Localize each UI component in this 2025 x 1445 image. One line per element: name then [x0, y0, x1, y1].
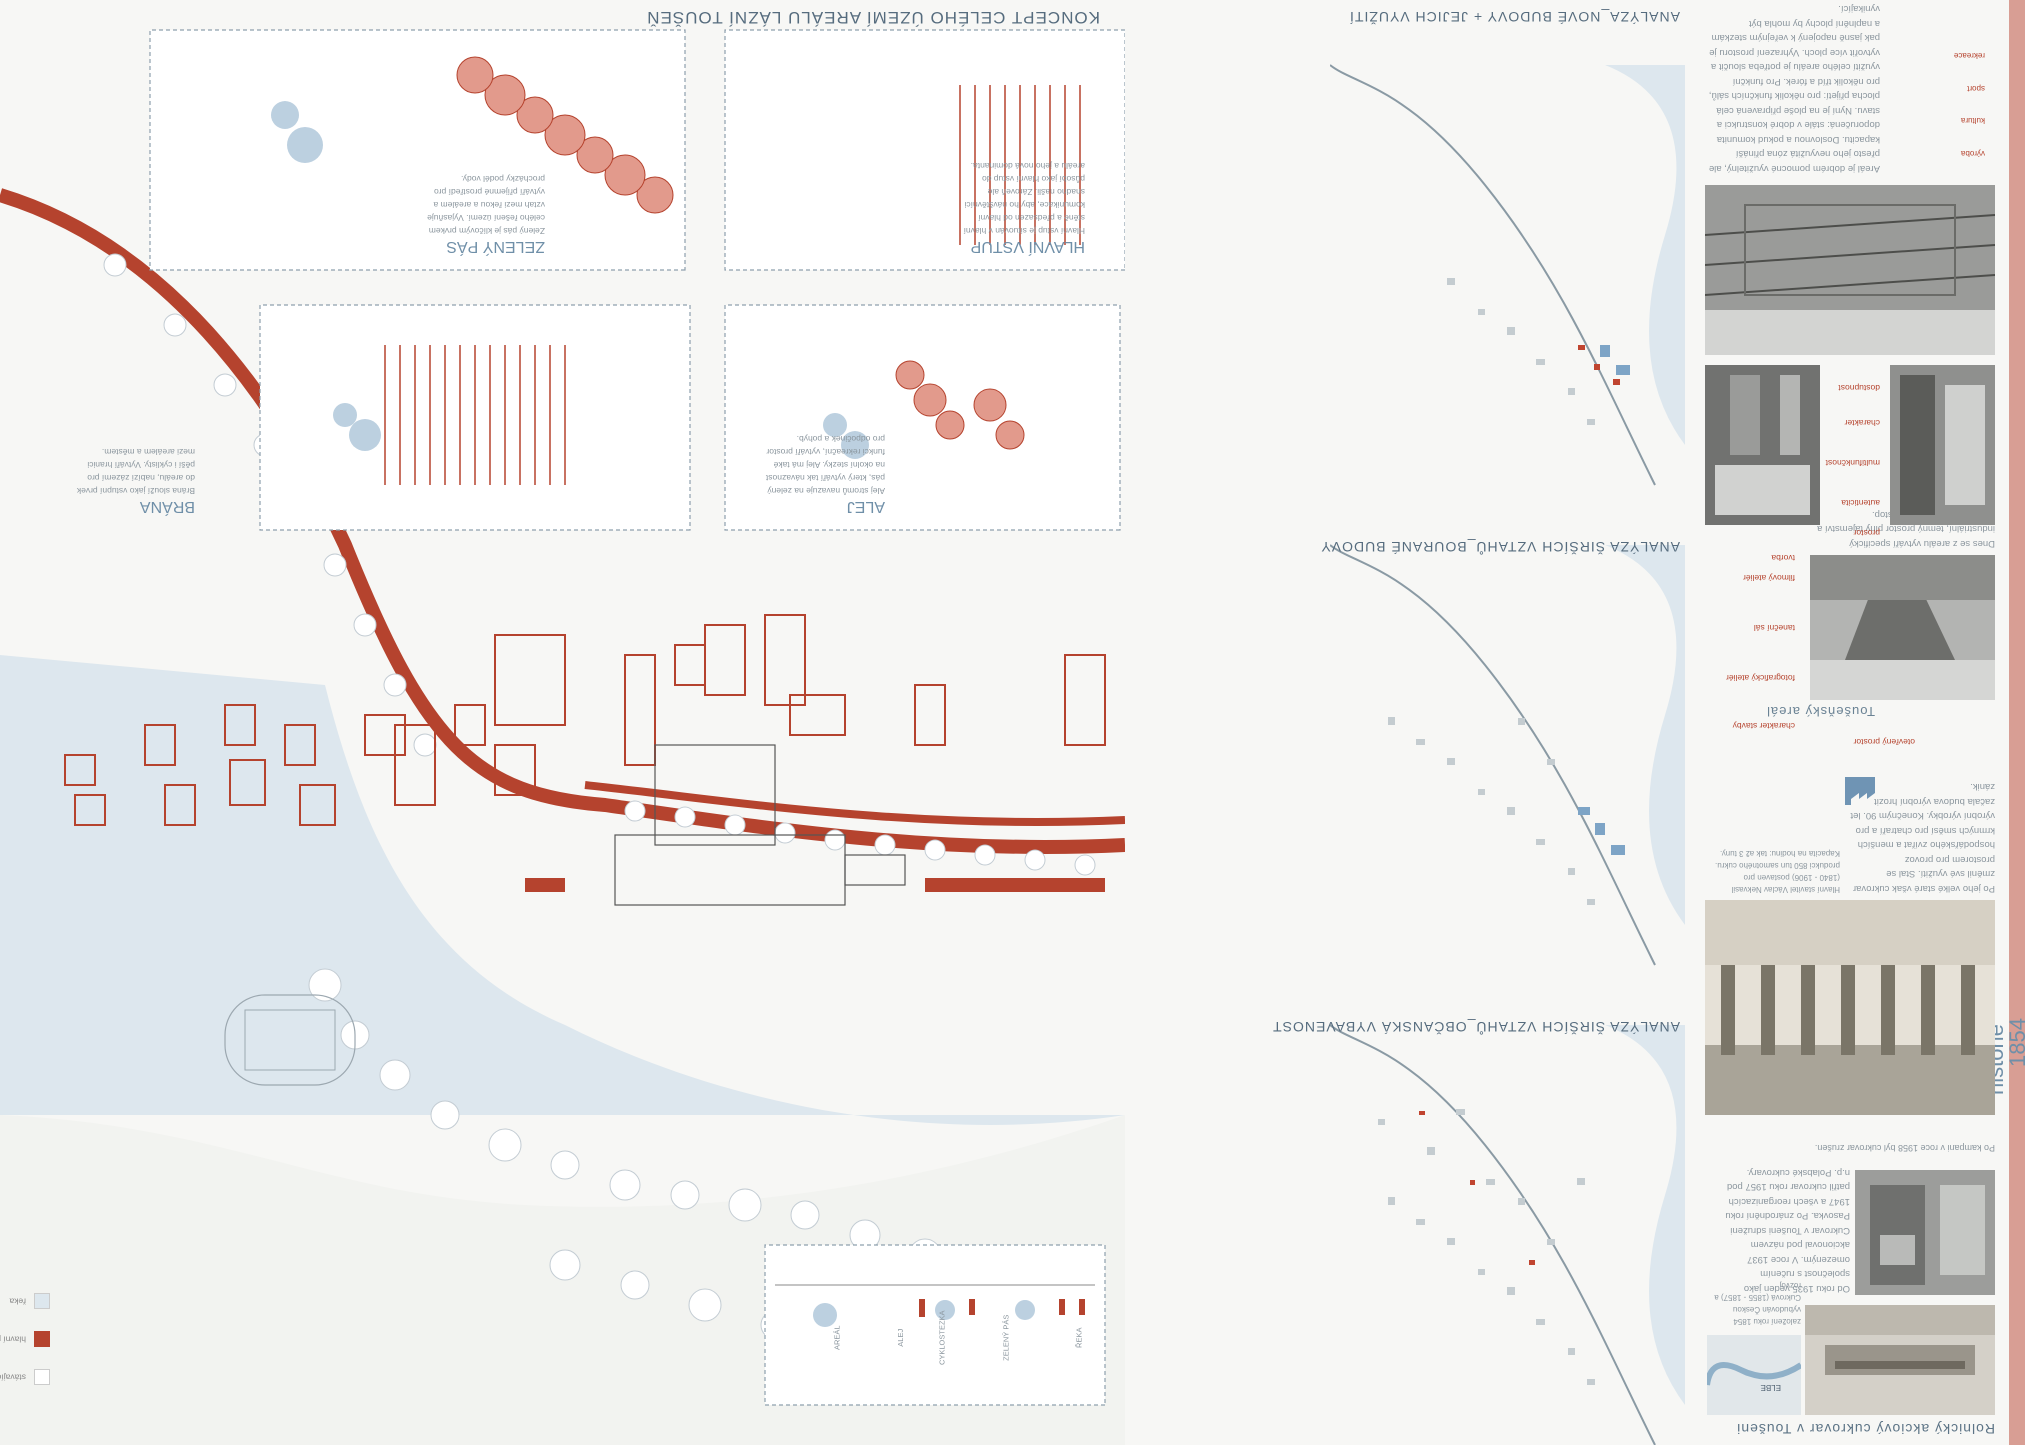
legend-item: hlavní pěší trasy pro areál — [0, 1331, 50, 1347]
legend-label: stávající objekty — [0, 1372, 26, 1383]
historic-map: ELBE — [1707, 1335, 1801, 1415]
vision-text: Areál je dobrém pomocné využitelný, ale … — [1708, 3, 1880, 175]
photo-label: taneční sál — [1753, 623, 1795, 633]
photo-label: multifunkčnost — [1825, 458, 1880, 468]
photo-label: autenticita — [1841, 498, 1880, 508]
legend: stávající objekty hlavní pěší trasy pro … — [0, 1271, 50, 1385]
current-label: Toušeňský areál — [1766, 704, 1875, 719]
legend-item: řeka — [9, 1293, 50, 1309]
construction-label: charakter stavby — [1732, 721, 1795, 731]
photo-label: fotografický ateliér — [1726, 673, 1795, 683]
vignette-title: ALEJ — [846, 498, 885, 515]
vignette-text: Brána slouží jako vstupní prvek do areál… — [76, 447, 195, 496]
factory-icon — [1845, 777, 1875, 805]
analysis-map-demolished — [1330, 544, 1685, 966]
current-photo-2 — [1890, 365, 1995, 525]
analysis-maps — [1330, 64, 1685, 1445]
concept-title: KONCEPT CELÉHO ÚZEMÍ AREÁLU LÁZNÍ TOUŠEŇ — [646, 8, 1100, 27]
analysis-title-new-suffix: + JEJICH VYUŽITÍ — [1349, 9, 1483, 25]
analysis-title-new-main: ANALÝZA_NOVÉ BUDOVY — [1486, 9, 1680, 25]
current-photo-3 — [1705, 365, 1820, 525]
photo-label: charakter — [1844, 418, 1880, 428]
vignette-title: BRÁNA — [139, 498, 195, 515]
section-label-cycle: CYKLOSTEZKA — [937, 1310, 947, 1366]
vignette-gate: BRÁNA Brána slouží jako vstupní prvek do… — [70, 445, 195, 515]
section-label-alley: ALEJ — [895, 1328, 905, 1347]
analysis-title-new: ANALÝZA_NOVÉ BUDOVY + JEJICH VYUŽITÍ — [1349, 9, 1680, 25]
icon-label-sport: sport — [1967, 84, 1985, 93]
svg-text:ELBE: ELBE — [1761, 1383, 1781, 1392]
vignette-text: Alej stromů navazuje na zelený pás, kter… — [765, 434, 885, 496]
icon-label-production: výroba — [1960, 149, 1985, 158]
analysis-map-new — [1330, 64, 1685, 486]
concept-site-plan — [0, 29, 1125, 1406]
section-labels: ŘEKA ZELENÝ PÁS CYKLOSTEZKA ALEJ AREÁL — [790, 1285, 1110, 1385]
photo-label: prostor — [1853, 528, 1880, 538]
construction-photo — [1705, 900, 1995, 1115]
construction-small: Hlavní stavitel Václav Nekvasil (1840 - … — [1715, 849, 1840, 894]
section-label-site: AREÁL — [832, 1325, 842, 1351]
construction-label: otevřený prostor — [1853, 737, 1915, 747]
vignette-green-strip: ZELENÝ PÁS Zelený pás je klíčovým prvkem… — [420, 172, 545, 255]
column-header: Rolnický akciový cukrovar v Toušeni — [1736, 1421, 1995, 1437]
vision-photo — [1705, 185, 1995, 355]
interior-photo-1 — [1855, 1170, 1995, 1295]
icon-label-recreation: rekreace — [1953, 51, 1985, 61]
vignette-text: Zelený pás je klíčovým prvkem celého řeš… — [427, 174, 545, 236]
vignette-text: Hlavní vstup je situován v hlavní stěně … — [963, 161, 1085, 236]
current-photo-1 — [1810, 555, 1995, 700]
vignette-main-entrance: HLAVNÍ VSTUP Hlavní vstup je situován v … — [960, 159, 1085, 255]
analysis-map-civic — [1330, 1024, 1685, 1445]
photo-label: tvorba — [1771, 553, 1795, 563]
section-label-green: ZELENÝ PÁS — [1001, 1314, 1011, 1361]
legend-label: hlavní pěší trasy pro areál — [0, 1334, 26, 1345]
historic-photo — [1805, 1305, 1995, 1415]
history-caption: Po kampani v roce 1958 byl cukrovar zruš… — [1814, 1143, 1995, 1153]
legend-label: řeka — [9, 1296, 26, 1307]
legend-item: stávající objekty — [0, 1369, 50, 1385]
history-text: Od roku 1935 veden jako společnost s ruč… — [1725, 1167, 1850, 1294]
photo-label: dostupnost — [1838, 383, 1880, 393]
analysis-title-demolished: ANALÝZA ŠIRŠÍCH VZTAHŮ_BOURANÉ BUDOVY — [1320, 539, 1680, 555]
section-label-river: ŘEKA — [1074, 1327, 1084, 1348]
vignette-title: HLAVNÍ VSTUP — [970, 238, 1085, 255]
icon-label-culture: kultura — [1960, 116, 1985, 126]
photo-label: filmový ateliér — [1743, 573, 1795, 583]
vision-icons: výroba kultura sport rekreace — [1890, 48, 1985, 160]
analysis-title-civic: ANALÝZA ŠIRŠÍCH VZTAHŮ_OBČANSKÁ VYBAVENO… — [1272, 1019, 1680, 1035]
vignette-alley: ALEJ Alej stromů navazuje na zelený pás,… — [760, 432, 885, 515]
accent-bar — [2009, 0, 2025, 1445]
vignette-title: ZELENÝ PÁS — [446, 238, 545, 255]
